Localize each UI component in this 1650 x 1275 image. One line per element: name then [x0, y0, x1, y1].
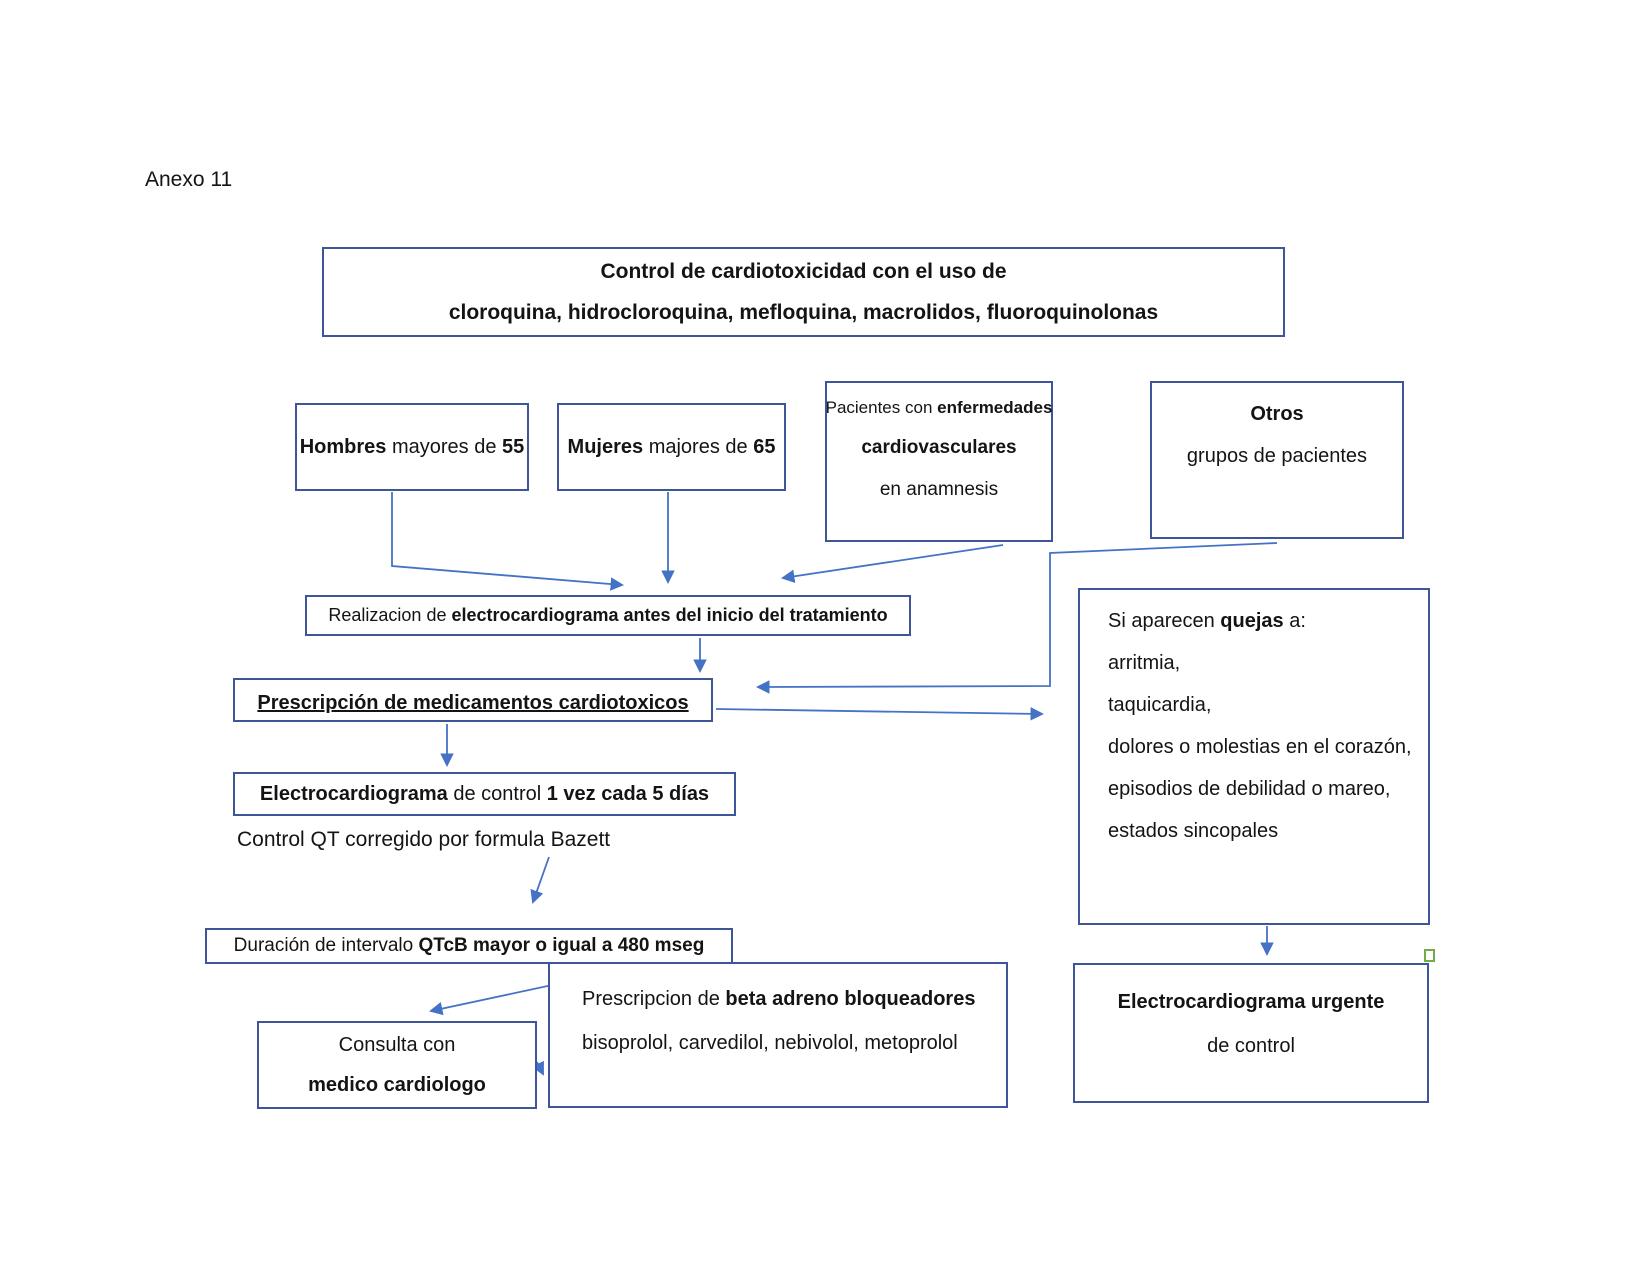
- urgente-line1: Electrocardiograma urgente: [1117, 991, 1385, 1013]
- realizacion-text: Realizacion de electrocardiograma antes …: [328, 604, 888, 625]
- quejas-item: taquicardia,: [1108, 694, 1212, 716]
- title-line2: cloroquina, hidrocloroquina, mefloquina,…: [448, 301, 1159, 324]
- quejas-item: dolores o molestias en el corazón,: [1108, 736, 1412, 758]
- quejas-header: Si aparecen quejas a:: [1108, 610, 1306, 632]
- mujeres-text: Mujeres majores de 65: [567, 436, 776, 458]
- pacientes-line2: cardiovasculares: [861, 437, 1017, 459]
- beta-line1: Prescripcion de beta adreno bloqueadores: [582, 988, 976, 1010]
- consulta-line2: medico cardiologo: [308, 1074, 486, 1096]
- pacientes-line3: en anamnesis: [879, 478, 999, 500]
- quejas-box: Si aparecen quejas a: arritmia, taquicar…: [1078, 588, 1430, 925]
- hombres-box: Hombres mayores de 55: [295, 403, 529, 491]
- mujeres-box: Mujeres majores de 65: [557, 403, 786, 491]
- prescripcion-box: Prescripción de medicamentos cardiotoxic…: [233, 678, 713, 722]
- title-line1: Control de cardiotoxicidad con el uso de: [600, 259, 1007, 283]
- ecg-control-text: Electrocardiograma de control 1 vez cada…: [259, 783, 710, 805]
- qtcb-box: Duración de intervalo QTcB mayor o igual…: [205, 928, 733, 964]
- pacientes-line1: Pacientes con enfermedades: [825, 398, 1053, 417]
- arrow-hombres-to-realizacion: [391, 492, 625, 591]
- pacientes-box: Pacientes con enfermedades cardiovascula…: [825, 381, 1053, 542]
- hombres-text: Hombres mayores de 55: [299, 436, 525, 458]
- arrow-consulta-to-beta: [531, 1060, 544, 1076]
- control-qt-text: Control QT corregido por formula Bazett: [237, 828, 611, 851]
- green-corner-marker: [1424, 949, 1435, 962]
- otros-line2: grupos de pacientes: [1186, 445, 1368, 467]
- urgente-line2: de control: [1207, 1035, 1295, 1057]
- otros-box: Otros grupos de pacientes: [1150, 381, 1404, 539]
- consulta-box: Consulta con medico cardiologo: [257, 1021, 537, 1109]
- prescripcion-text: Prescripción de medicamentos cardiotoxic…: [257, 692, 689, 714]
- realizacion-box: Realizacion de electrocardiograma antes …: [305, 595, 911, 636]
- qtcb-text: Duración de intervalo QTcB mayor o igual…: [233, 934, 705, 956]
- arrow-prescripcion-to-quejas: [715, 707, 1045, 721]
- beta-box: Prescripcion de beta adreno bloqueadores…: [548, 962, 1008, 1108]
- ecg-control-box: Electrocardiograma de control 1 vez cada…: [233, 772, 736, 816]
- consulta-line1: Consulta con: [338, 1034, 456, 1056]
- page-label: Anexo 11: [145, 168, 233, 191]
- beta-line2: bisoprolol, carvedilol, nebivolol, metop…: [582, 1032, 958, 1054]
- quejas-item: arritmia,: [1108, 652, 1181, 674]
- quejas-item: episodios de debilidad o mareo,: [1108, 778, 1391, 800]
- arrow-pacientes-to-realizacion: [780, 544, 1004, 583]
- title-box: Control de cardiotoxicidad con el uso de…: [322, 247, 1285, 337]
- arrow-controlqt-to-qtcb: [530, 856, 550, 904]
- urgente-box: Electrocardiograma urgente de control: [1073, 963, 1429, 1103]
- otros-line1: Otros: [1250, 403, 1304, 425]
- quejas-item: estados sincopales: [1108, 820, 1279, 842]
